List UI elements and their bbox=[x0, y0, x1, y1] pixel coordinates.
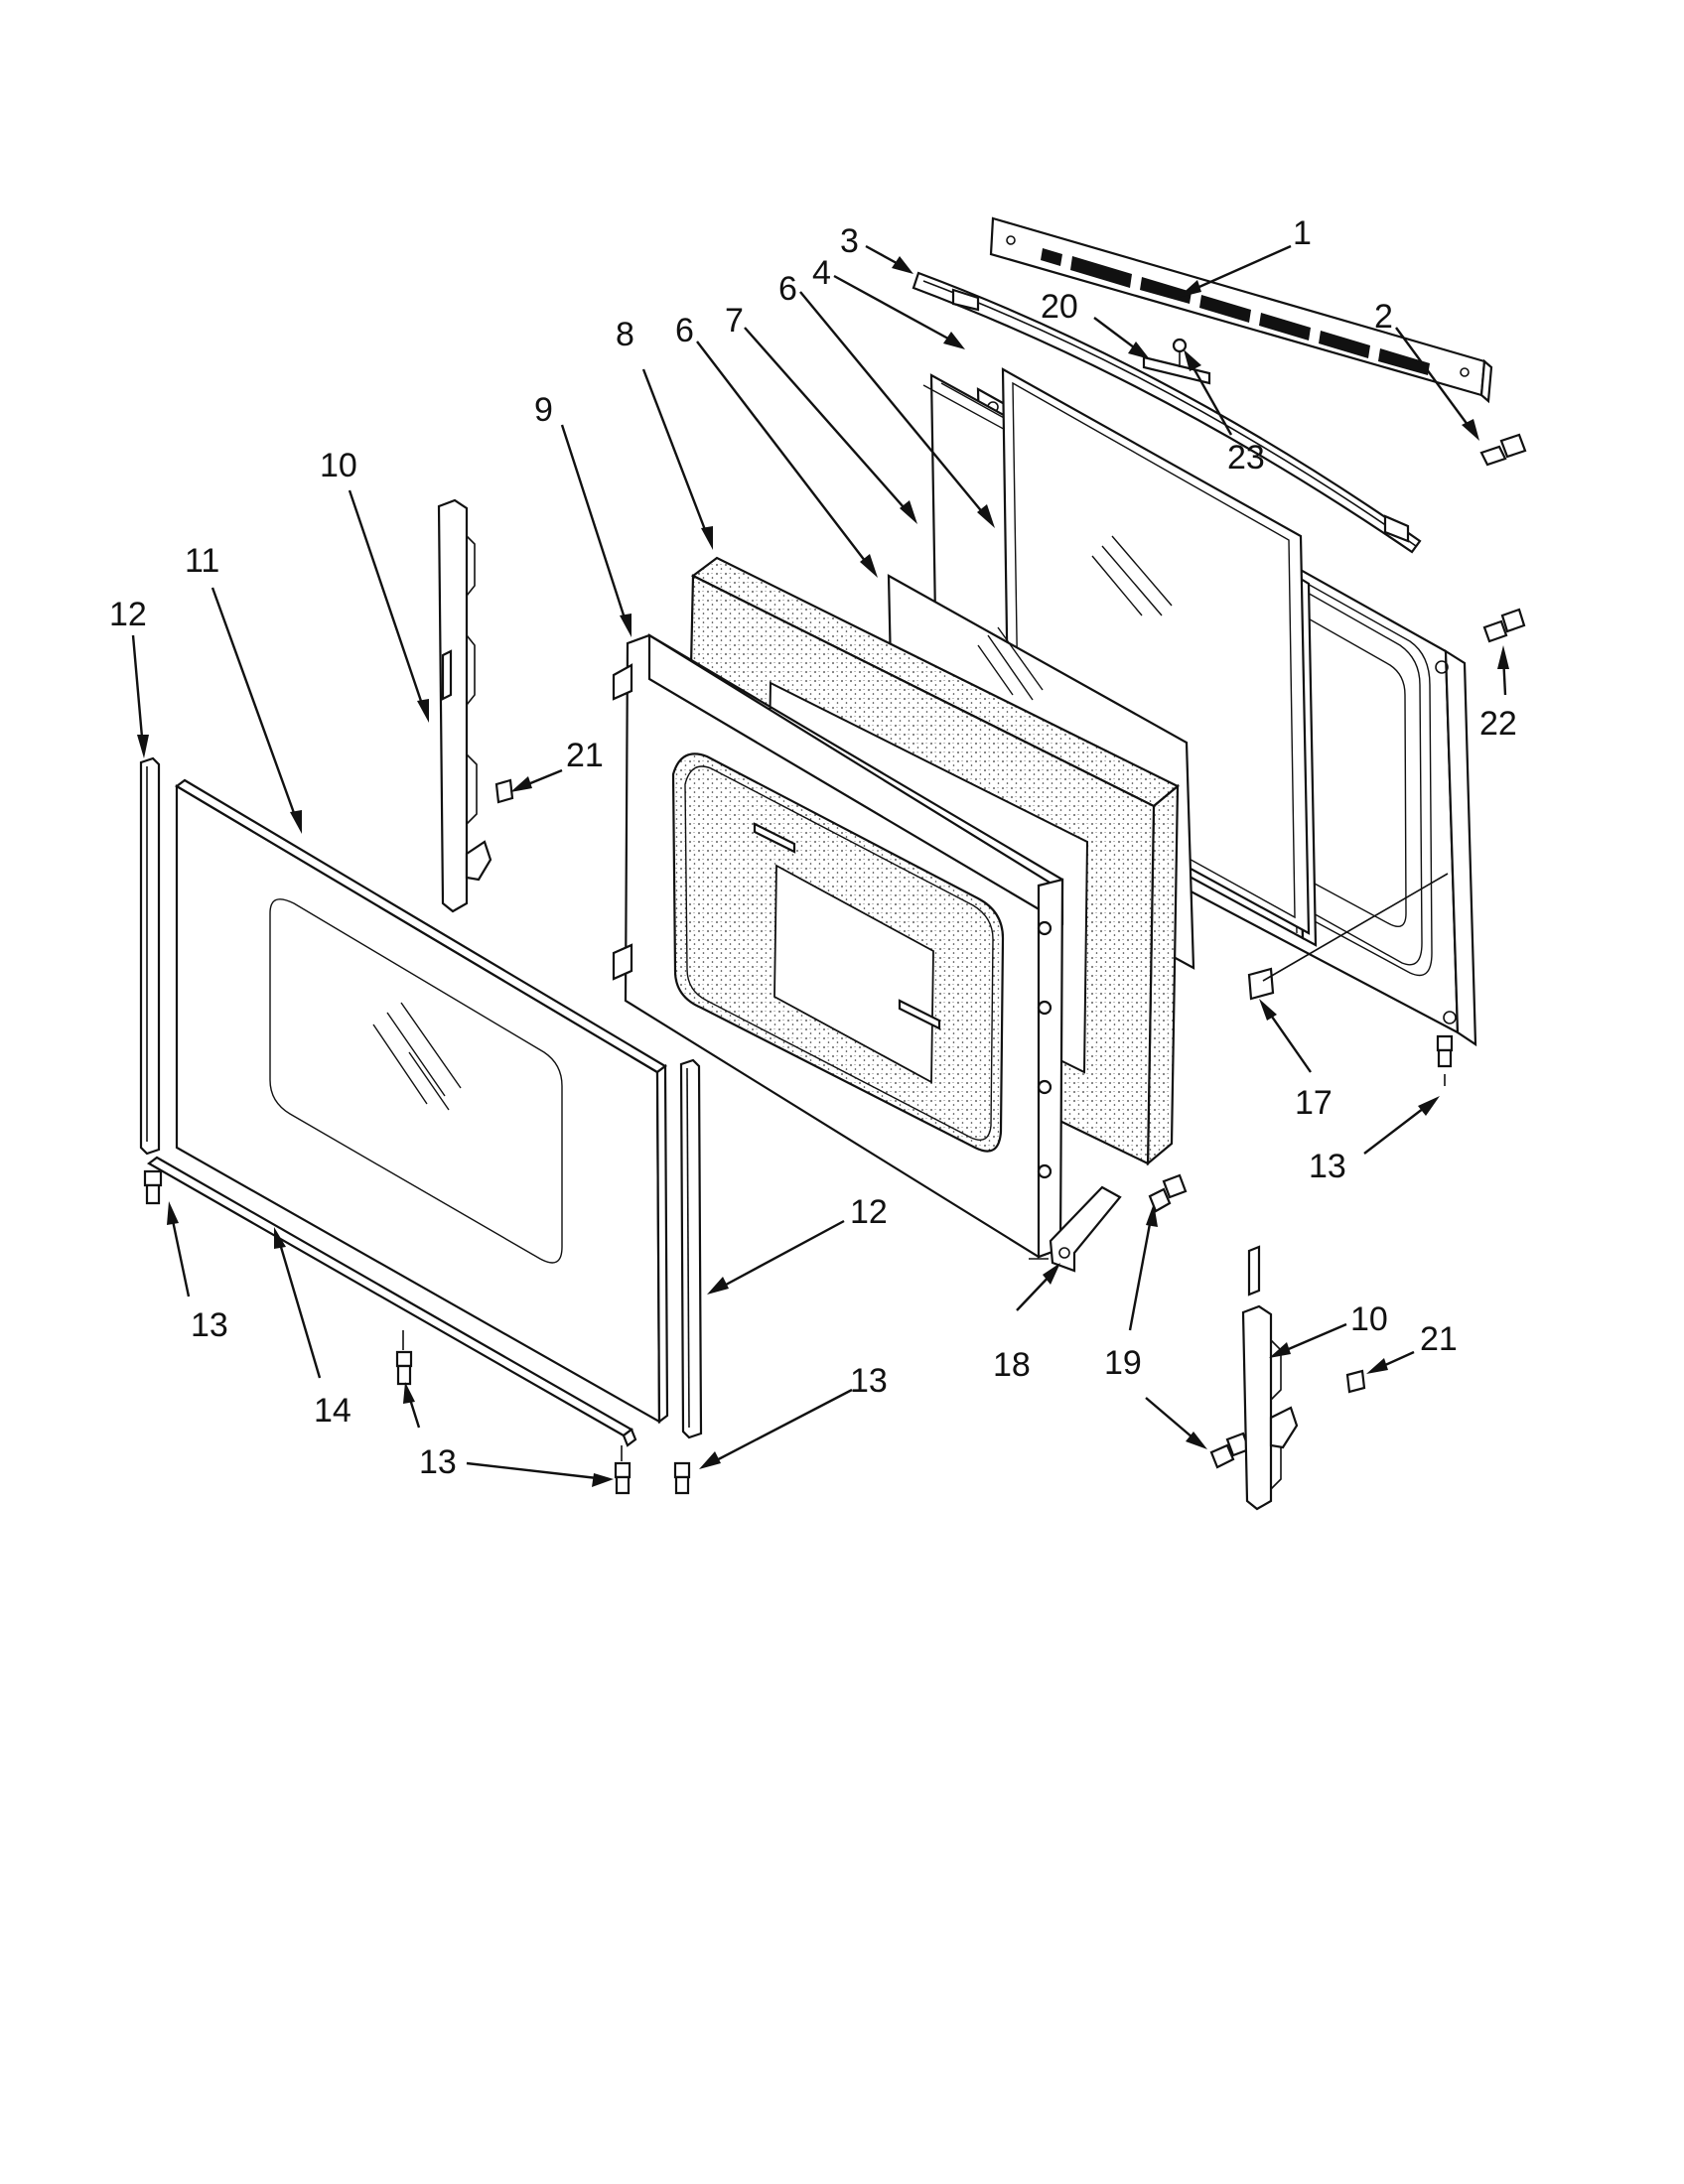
part-19-screw bbox=[1148, 1173, 1188, 1213]
callout-23: 23 bbox=[1227, 439, 1265, 477]
part-19-screw-lower bbox=[1209, 1432, 1251, 1469]
callout-19: 19 bbox=[1104, 1344, 1142, 1382]
callout-6-lower: 6 bbox=[675, 312, 694, 349]
part-3-door-handle bbox=[912, 271, 1422, 554]
part-13-screw-e bbox=[1436, 1034, 1454, 1068]
callout-14: 14 bbox=[314, 1392, 351, 1430]
part-11-outer-door-panel bbox=[175, 778, 669, 1425]
leader-lines bbox=[131, 244, 1509, 1487]
callout-labels: 1 2 3 4 6 7 6 8 9 10 11 12 21 20 23 22 1… bbox=[109, 214, 1517, 1481]
callout-20: 20 bbox=[1041, 288, 1078, 326]
part-22-screw bbox=[1482, 608, 1526, 643]
callout-17: 17 bbox=[1295, 1084, 1333, 1122]
callout-11: 11 bbox=[185, 542, 219, 580]
part-20-handle-spacer bbox=[1142, 355, 1211, 385]
callout-13-right: 13 bbox=[1309, 1148, 1346, 1185]
part-17-clip bbox=[1247, 967, 1275, 1001]
callout-18: 18 bbox=[993, 1346, 1031, 1384]
callout-1: 1 bbox=[1293, 214, 1312, 252]
callout-21-left: 21 bbox=[566, 737, 604, 774]
part-13-screw-a bbox=[143, 1169, 163, 1205]
callout-13-bottom: 13 bbox=[419, 1443, 457, 1481]
part-21-clip-left bbox=[494, 778, 514, 804]
callout-21-right: 21 bbox=[1420, 1320, 1458, 1358]
part-10-hinge-rail-left bbox=[437, 498, 492, 913]
callout-22: 22 bbox=[1479, 705, 1517, 743]
callout-13-lower-right: 13 bbox=[850, 1362, 888, 1400]
part-12-side-trim-left bbox=[139, 756, 161, 1156]
callout-3: 3 bbox=[840, 222, 859, 260]
callout-10-left: 10 bbox=[320, 447, 357, 484]
callout-7: 7 bbox=[725, 302, 744, 340]
part-12-side-trim-right bbox=[679, 1058, 703, 1439]
part-13-screw-d bbox=[673, 1461, 691, 1495]
part-1-vent-trim bbox=[989, 216, 1493, 404]
callout-9: 9 bbox=[534, 391, 553, 429]
part-21-clip-right bbox=[1345, 1369, 1366, 1394]
part-10-hinge-rail-right bbox=[1241, 1245, 1299, 1511]
part-13-screw-c bbox=[614, 1461, 632, 1495]
part-18-hinge-bracket bbox=[1049, 1185, 1122, 1273]
part-9-door-liner bbox=[612, 633, 1064, 1259]
callout-8: 8 bbox=[616, 316, 634, 353]
callout-10-right: 10 bbox=[1350, 1300, 1388, 1338]
callout-13-bottom-left: 13 bbox=[191, 1306, 228, 1344]
callout-12-right: 12 bbox=[850, 1193, 888, 1231]
callout-12-left: 12 bbox=[109, 596, 147, 633]
callout-2: 2 bbox=[1374, 298, 1393, 336]
part-2-screw bbox=[1479, 433, 1527, 467]
part-13-screw-b bbox=[395, 1350, 413, 1386]
callout-4: 4 bbox=[812, 254, 831, 292]
callout-6-upper: 6 bbox=[778, 270, 797, 308]
part-23-screw bbox=[1172, 338, 1188, 367]
part-14-bottom-trim bbox=[147, 1156, 637, 1447]
